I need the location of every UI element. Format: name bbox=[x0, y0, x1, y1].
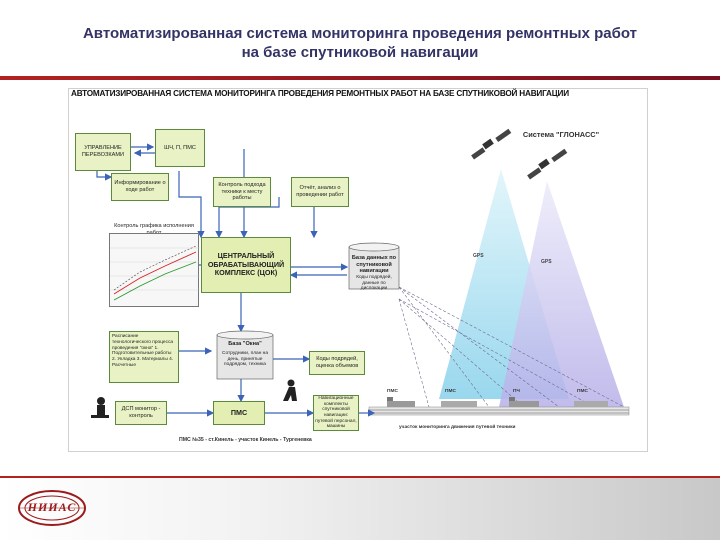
title-divider bbox=[0, 76, 720, 80]
system-diagram: АВТОМАТИЗИРОВАННАЯ СИСТЕМА МОНИТОРИНГА П… bbox=[68, 88, 648, 452]
slide-title-line-2: на базе спутниковой навигации bbox=[241, 44, 479, 61]
chart-line-green bbox=[113, 261, 197, 301]
rail-label-3: ПЧ bbox=[513, 389, 520, 394]
worker-icon bbox=[283, 379, 297, 401]
signal-label-right: GPS bbox=[541, 259, 552, 265]
bottom-caption: ПМС №35 - ст.Кинель - участок Кинель - Т… bbox=[179, 437, 312, 443]
box-upravlenie: УПРАВЛЕНИЕ ПЕРЕВОЗКАМИ bbox=[75, 133, 131, 171]
db-okno-label: База "Окна" bbox=[228, 341, 262, 347]
box-pms: ПМС bbox=[213, 401, 265, 425]
box-inform: Информирование о ходе работ bbox=[111, 173, 169, 201]
rail-label-4: ПМС bbox=[577, 389, 588, 394]
box-plan: Расписание технологического процесса про… bbox=[109, 331, 179, 383]
footer-band bbox=[0, 476, 720, 540]
db-okno-sublabel: Сотрудники, план на день, принятые подря… bbox=[221, 351, 268, 368]
db-sat-label: База данных по спутниковой навигации bbox=[351, 255, 397, 275]
diagram-graphics bbox=[91, 128, 630, 418]
rail-label-2: ПМС bbox=[445, 389, 456, 394]
box-kontrol-podhoda: Контроль подхода техники к месту работы bbox=[213, 177, 271, 207]
rail-label-1: ПМС bbox=[387, 389, 398, 394]
footer-divider bbox=[0, 476, 720, 478]
chart-line-dash bbox=[113, 245, 197, 291]
chart-line-red bbox=[113, 251, 197, 295]
satellite-icon-1 bbox=[471, 128, 512, 160]
db-sat-sublabel: Коды подрядей, данные по дислокации bbox=[356, 275, 392, 292]
gps-beam-right bbox=[499, 181, 624, 407]
box-otchet: Отчёт, анализ о проведении работ bbox=[291, 177, 349, 207]
signal-lines bbox=[398, 286, 625, 408]
glonass-label: Система "ГЛОНАСС" bbox=[522, 130, 600, 139]
bottom-note: участок мониторинга движения путевой тех… bbox=[399, 425, 516, 430]
diagram-heading: АВТОМАТИЗИРОВАННАЯ СИСТЕМА МОНИТОРИНГА П… bbox=[71, 89, 569, 98]
satellite-icon-2 bbox=[527, 148, 568, 180]
db-cylinder-sat bbox=[348, 242, 400, 290]
box-nav-units: Навигационные комплекты спутниковой нави… bbox=[313, 395, 359, 431]
schedule-chart-plot bbox=[110, 245, 200, 301]
slide-title-line-1: Автоматизированная система мониторинга п… bbox=[82, 25, 638, 42]
slide-title: Автоматизированная система мониторинга п… bbox=[40, 24, 680, 62]
schedule-chart bbox=[109, 233, 200, 307]
box-dsp: ДСП монитор - контроль bbox=[115, 401, 167, 425]
chart-label-grafik: Контроль графика исполнения работ bbox=[114, 223, 194, 236]
box-shch-p-pms: ШЧ, П, ПМС bbox=[155, 129, 205, 167]
operator-icon bbox=[91, 397, 109, 418]
signal-label-left: GPS bbox=[473, 253, 484, 259]
logo-text: НИИАС bbox=[27, 500, 77, 514]
niias-logo-icon bbox=[18, 490, 86, 526]
box-kody: Коды подрядей, оценка объемов bbox=[309, 351, 365, 375]
db-cylinder-okno bbox=[216, 330, 274, 380]
box-con: ЦЕНТРАЛЬНЫЙ ОБРАБАТЫВАЮЩИЙ КОМПЛЕКС (ЦОК… bbox=[201, 237, 291, 293]
